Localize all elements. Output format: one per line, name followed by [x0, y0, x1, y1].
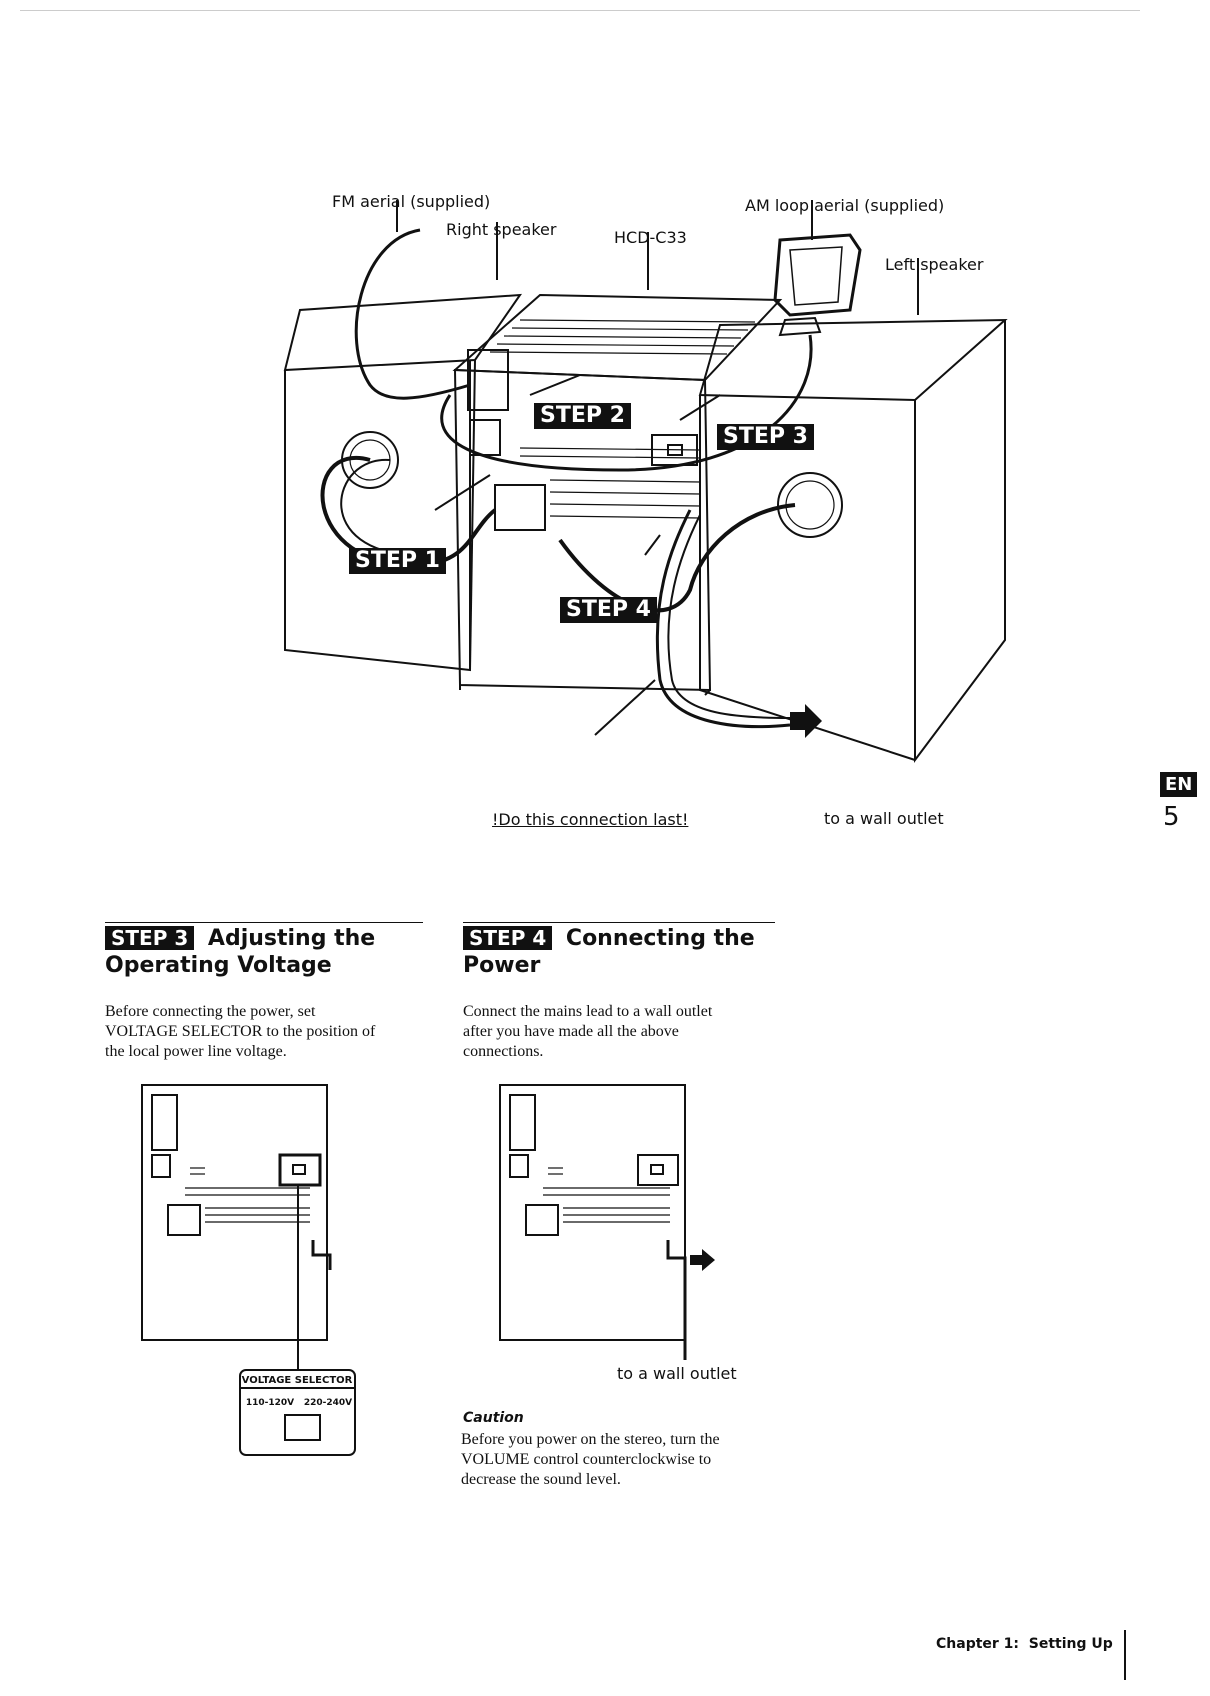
- step4-heading: STEP 4 Connecting the Power: [463, 925, 793, 979]
- step4-top-rule: [463, 922, 775, 923]
- left-speaker-box: [698, 318, 1008, 402]
- step4-wall-outlet-label: to a wall outlet: [617, 1364, 737, 1383]
- step4-badge: STEP 4: [560, 597, 657, 623]
- right-speaker-terminal: [341, 431, 399, 489]
- left-speaker-label: Left speaker: [885, 255, 984, 274]
- step2-badge: STEP 2: [534, 403, 631, 429]
- step3-badge: STEP 3: [717, 424, 814, 450]
- selector-opt-high: 220-240V: [304, 1398, 352, 1408]
- step3-title-badge: STEP 3: [105, 926, 195, 950]
- step4-title-line2: Power: [463, 953, 541, 978]
- connection-diagram: [283, 200, 1008, 763]
- wall-outlet-label: to a wall outlet: [824, 809, 944, 828]
- footer-chapter: Chapter 1: Setting Up: [936, 1636, 1113, 1652]
- step3-title-line1: Adjusting the: [207, 926, 376, 951]
- step3-body: Before connecting the power, set VOLTAGE…: [105, 1003, 376, 1060]
- left-speaker-cord: [558, 503, 796, 613]
- voltage-selector-panel: [239, 1369, 356, 1456]
- step3-heading: STEP 3 Adjusting the Operating Voltage: [105, 925, 435, 979]
- am-loop-aerial: [773, 233, 862, 317]
- step4-outlet-arrow: [690, 1249, 715, 1271]
- scan-edge-line: [20, 10, 1140, 11]
- selector-opt-low: 110-120V: [246, 1398, 294, 1408]
- step3-unit-diagram: VOLTAGE SELECTOR 110-120V 220-240V: [141, 1084, 356, 1456]
- am-aerial-label: AM loop aerial (supplied): [745, 196, 945, 215]
- power-cord: [655, 509, 791, 728]
- step4-body: Connect the mains lead to a wall outlet …: [463, 1003, 713, 1060]
- step1-badge: STEP 1: [349, 548, 446, 574]
- unit-model-label: HCD-C33: [614, 228, 687, 247]
- fm-aerial-wire: [354, 228, 471, 400]
- step3-title-line2: Operating Voltage: [105, 953, 332, 978]
- caution-body: Before you power on the stereo, turn the…: [461, 1431, 720, 1488]
- page-number: 5: [1163, 802, 1180, 832]
- step4-title-badge: STEP 4: [463, 926, 553, 950]
- left-speaker-terminal: [777, 472, 843, 538]
- footer-rule: [1124, 1630, 1126, 1680]
- step4-power-cord: [666, 1240, 687, 1360]
- last-connection-note: !Do this connection last!: [492, 810, 689, 829]
- right-speaker-box: [283, 293, 523, 372]
- step4-title-line1: Connecting the: [565, 926, 755, 951]
- outlet-arrow: [790, 704, 822, 738]
- step4-unit-diagram: [499, 1084, 715, 1360]
- step3-top-rule: [105, 922, 423, 923]
- selector-title: VOLTAGE SELECTOR: [242, 1375, 353, 1386]
- fm-aerial-label: FM aerial (supplied): [332, 192, 491, 211]
- caution-title: Caution: [463, 1410, 524, 1426]
- right-speaker-label: Right speaker: [446, 220, 557, 239]
- language-tab: EN: [1160, 772, 1198, 797]
